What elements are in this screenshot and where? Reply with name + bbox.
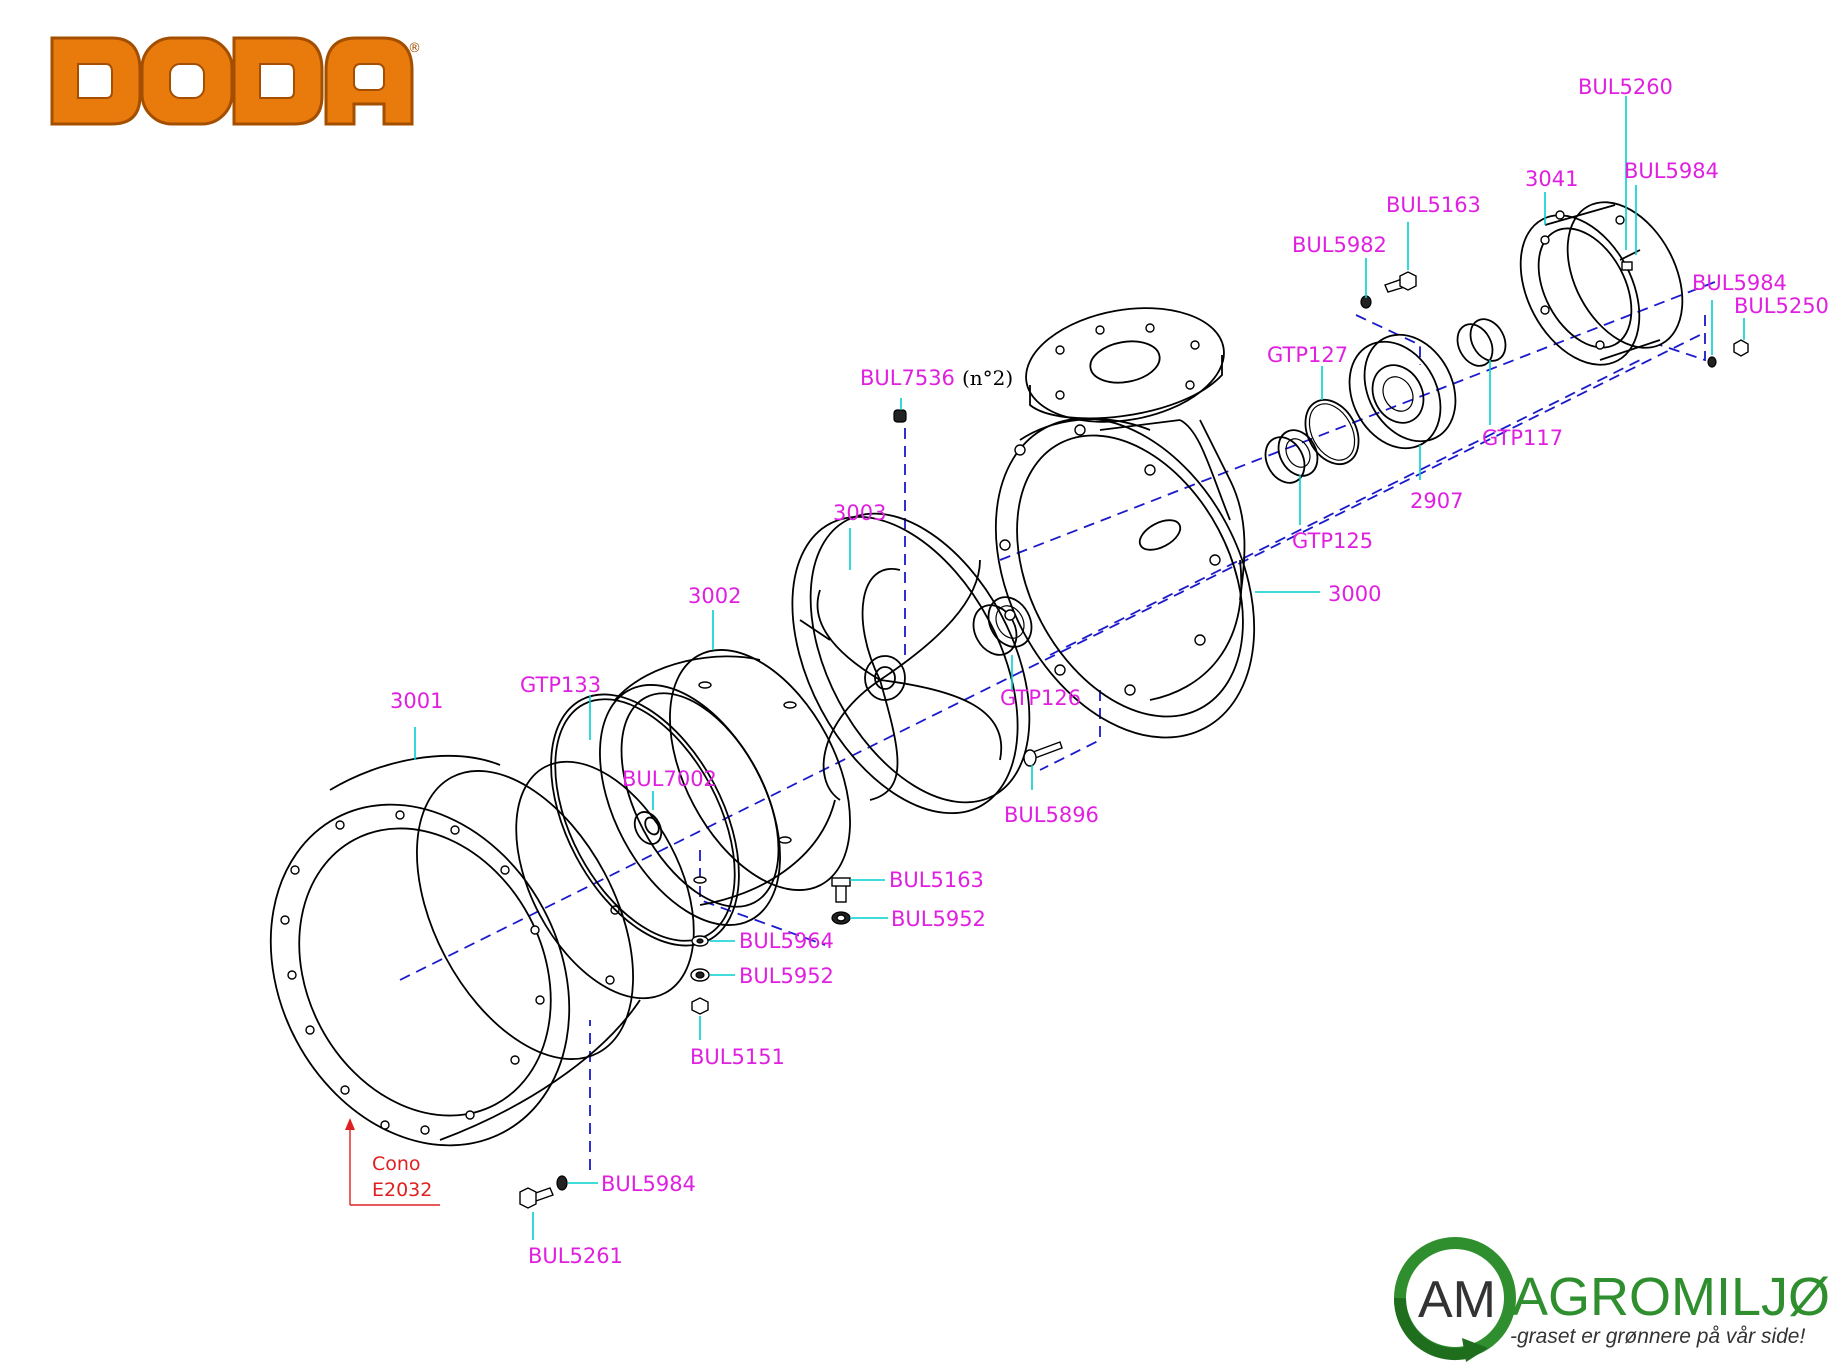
part-3000-pump-casing (994, 307, 1256, 739)
hardware-bul5896-screw (1023, 741, 1063, 767)
part-3002-liner (599, 649, 851, 926)
label-gtp126: GTP126 (1000, 686, 1081, 710)
hardware-bul5151-nut (691, 997, 709, 1015)
part-2907-seal-housing (1348, 333, 1457, 450)
part-gtp125-seal (1264, 429, 1319, 484)
label-bul7002: BUL7002 (622, 767, 717, 791)
agromiljo-logo: AM AGROMILJØ -graset er grønnere på vår … (1393, 1237, 1830, 1362)
part-gtp117-seal (1456, 318, 1507, 367)
label-bul7536: BUL7536 (860, 366, 955, 390)
hardware-bul5250-nut (1733, 339, 1749, 357)
assembly-axes (399, 279, 1721, 1170)
label-3002: 3002 (688, 584, 741, 608)
hardware-bul5163-bolt-upper (1384, 271, 1417, 293)
label-2907: 2907 (1410, 489, 1463, 513)
logo-registered-mark: ® (408, 41, 421, 56)
part-gtp133-o-ring (550, 693, 740, 947)
hardware-bul5163-bolt-lower (831, 877, 851, 903)
label-bul5250: BUL5250 (1734, 294, 1829, 318)
label-gtp127: GTP127 (1267, 343, 1348, 367)
part-3003-impeller (791, 512, 1031, 815)
agromiljo-monogram: AM (1418, 1271, 1496, 1329)
hardware-bul5964-washer (691, 935, 709, 947)
agromiljo-slogan: -graset er grønnere på vår side! (1510, 1325, 1805, 1348)
cone-note-line2: E2032 (372, 1179, 432, 1201)
cone-note-line1: Cono (372, 1153, 421, 1175)
label-bul5982: BUL5982 (1292, 233, 1387, 257)
label-3001: 3001 (390, 689, 443, 713)
leader-lines (414, 96, 1745, 1240)
hardware-bul7536-grubscrew (893, 409, 907, 423)
label-3003: 3003 (833, 501, 886, 525)
hardware-bul5952-washer-a (831, 911, 851, 925)
label-bul5151: BUL5151 (690, 1045, 785, 1069)
hardware-bul5952-washer-b (690, 968, 710, 982)
label-bul5260: BUL5260 (1578, 75, 1673, 99)
hardware-bul5261-bolt (519, 1187, 554, 1209)
part-gtp127-o-ring (1304, 399, 1360, 465)
label-bul5952-b: BUL5952 (739, 964, 834, 988)
label-bul5896: BUL5896 (1004, 803, 1099, 827)
label-bul5163-a: BUL5163 (889, 868, 984, 892)
part-labels: 3001 GTP133 3002 3003 BUL7002 BUL7536 (n… (390, 75, 1829, 1268)
label-bul5261: BUL5261 (528, 1244, 623, 1268)
part-bul7002-bushing (633, 811, 663, 845)
label-gtp117: GTP117 (1482, 426, 1563, 450)
flange-bolt-holes (280, 810, 620, 1135)
label-gtp125: GTP125 (1292, 529, 1373, 553)
label-bul5984-b: BUL5984 (1624, 159, 1719, 183)
label-3000: 3000 (1328, 582, 1381, 606)
label-3041: 3041 (1525, 167, 1578, 191)
label-bul5984-a: BUL5984 (601, 1172, 696, 1196)
doda-logo: ® (50, 36, 421, 126)
label-bul5964: BUL5964 (739, 929, 834, 953)
part-3041-bearing-support (1519, 201, 1684, 366)
label-bul5163-b: BUL5163 (1386, 193, 1481, 217)
hardware-bul5984-washer-a (556, 1175, 568, 1191)
label-gtp133: GTP133 (520, 673, 601, 697)
label-bul5984-c: BUL5984 (1692, 271, 1787, 295)
part-gtp126-seal (972, 596, 1033, 656)
agromiljo-name: AGROMILJØ (1512, 1267, 1830, 1327)
label-bul7536-qty: (n°2) (962, 366, 1013, 390)
part-3001-adapter-housing (269, 755, 695, 1147)
label-bul5952-a: BUL5952 (891, 907, 986, 931)
cone-note: Cono E2032 (345, 1118, 440, 1206)
hardware-bul5984-washer-c (1707, 356, 1717, 368)
